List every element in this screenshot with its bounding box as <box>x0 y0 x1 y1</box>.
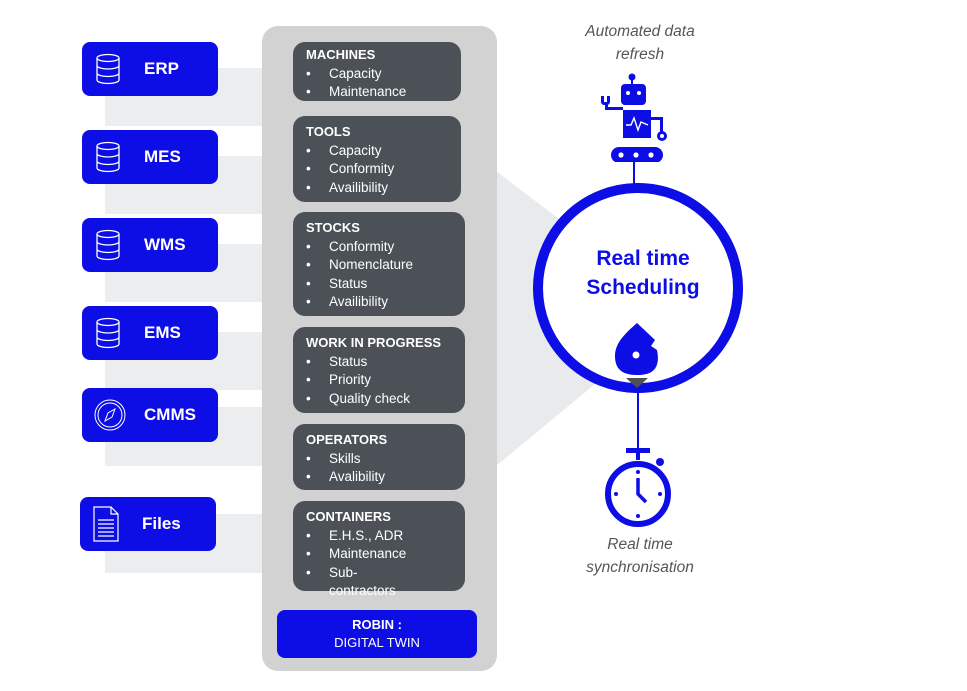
source-label: CMMS <box>144 405 196 424</box>
stopwatch-icon <box>605 448 671 527</box>
list-item: Nomenclature <box>306 256 455 275</box>
source-label: ERP <box>144 59 179 78</box>
document-icon <box>93 506 119 542</box>
source-files[interactable]: Files <box>80 497 216 551</box>
center-title-line: Real time <box>596 247 690 270</box>
list-item: Status <box>306 353 455 372</box>
source-label: Files <box>142 514 181 533</box>
robin-title: ROBIN : <box>352 617 402 632</box>
center-title-line: Scheduling <box>586 276 700 299</box>
list-item: Avalibility <box>306 468 455 487</box>
category-containers: CONTAINERS E.H.S., ADRMaintenanceSub-con… <box>293 501 465 598</box>
top-caption: Automated data refresh <box>560 20 720 66</box>
list-item: Skills <box>306 450 455 469</box>
bottom-caption: Real time synchronisation <box>560 533 720 579</box>
list-item: Conformity <box>306 238 455 257</box>
caption-line: synchronisation <box>586 559 694 576</box>
database-icon <box>96 317 120 349</box>
category-operators: OPERATORS SkillsAvalibility <box>293 424 465 490</box>
list-item: Availibility <box>306 293 455 312</box>
list-item: Maintenance <box>306 545 455 564</box>
category-title: OPERATORS <box>306 432 388 447</box>
list-item: Status <box>306 275 455 294</box>
category-title: TOOLS <box>306 124 351 139</box>
database-icon <box>96 229 120 261</box>
list-item: Sub-contractors <box>306 564 396 601</box>
list-item: Priority <box>306 371 455 390</box>
connector-line-bottom <box>637 390 639 450</box>
connector-line-top <box>633 158 635 188</box>
caption-line: Automated data <box>585 23 695 40</box>
list-item: Capacity <box>306 142 451 161</box>
source-label: MES <box>144 147 181 166</box>
compass-icon <box>94 399 126 431</box>
list-item: Capacity <box>306 65 451 84</box>
flame-pin-icon <box>615 323 658 388</box>
database-icon <box>96 141 120 173</box>
source-cmms[interactable]: CMMS <box>82 388 218 442</box>
category-title: STOCKS <box>306 220 360 235</box>
category-title: MACHINES <box>306 47 376 62</box>
category-title: CONTAINERS <box>306 509 391 524</box>
list-item: E.H.S., ADR <box>306 527 455 546</box>
source-mes[interactable]: MES <box>82 130 218 184</box>
category-title: WORK IN PROGRESS <box>306 335 442 350</box>
database-icon <box>96 53 120 85</box>
robin-digital-twin-button[interactable]: ROBIN : DIGITAL TWIN <box>277 610 477 658</box>
robin-subtitle: DIGITAL TWIN <box>334 635 420 650</box>
category-stocks: STOCKS ConformityNomenclatureStatusAvail… <box>293 212 465 316</box>
center-title: Real time Scheduling <box>543 244 743 302</box>
caption-line: refresh <box>615 46 665 63</box>
source-erp[interactable]: ERP <box>82 42 218 96</box>
list-item: Quality check <box>306 390 455 409</box>
category-machines: MACHINES CapacityMaintenance <box>293 42 461 101</box>
list-item: Conformity <box>306 160 451 179</box>
source-label: WMS <box>144 235 186 254</box>
source-ems[interactable]: EMS <box>82 306 218 360</box>
list-item: Maintenance <box>306 83 451 102</box>
category-work-in-progress: WORK IN PROGRESS StatusPriorityQuality c… <box>293 327 465 413</box>
list-item: Availibility <box>306 179 451 198</box>
source-label: EMS <box>144 323 181 342</box>
category-tools: TOOLS CapacityConformityAvailibility <box>293 116 461 202</box>
robot-icon <box>601 73 667 162</box>
source-wms[interactable]: WMS <box>82 218 218 272</box>
caption-line: Real time <box>607 536 673 553</box>
